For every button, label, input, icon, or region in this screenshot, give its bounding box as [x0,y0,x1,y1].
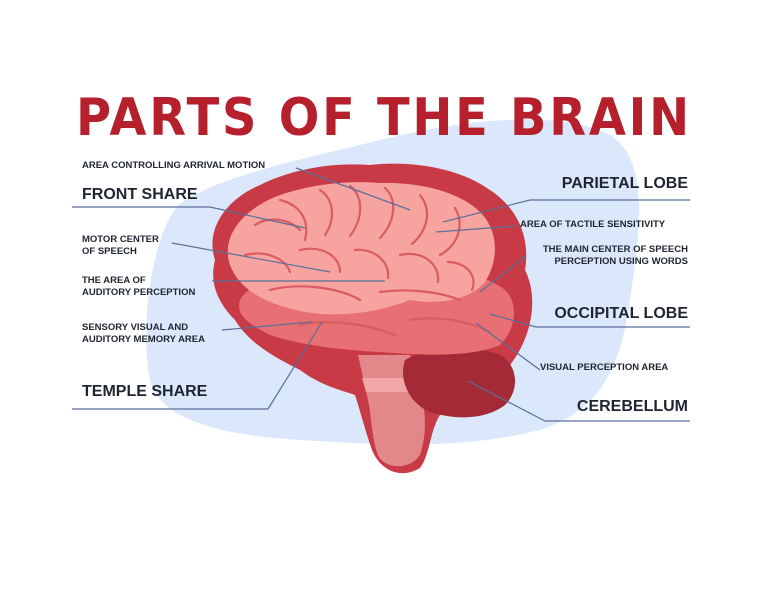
label-arrival-motion: AREA CONTROLLING ARRIVAL MOTION [82,160,266,171]
brain-cortex [227,182,495,315]
brain-gyri [243,184,492,337]
label-tactile-sensitivity: AREA OF TACTILE SENSITIVITY [520,219,666,230]
label-occipital-lobe: OCCIPITAL LOBE [554,305,688,322]
label-visual-perception: VISUAL PERCEPTION AREA [540,362,669,373]
label-cerebellum: CEREBELLUM [576,398,688,415]
label-parietal-lobe: PARIETAL LOBE [561,175,688,192]
label-speech-words: THE MAIN CENTER OF SPEECH PERCEPTION USI… [542,244,688,267]
page-title: PARTS OF THE BRAIN [76,88,692,148]
cerebellum-shape [402,348,516,418]
leader-lines [72,167,690,422]
label-motor-speech: MOTOR CENTER OF SPEECH [82,234,159,257]
label-temple-share: TEMPLE SHARE [82,383,208,400]
label-front-share: FRONT SHARE [82,186,198,203]
label-auditory-perception: THE AREA OF AUDITORY PERCEPTION [82,275,196,298]
label-sensory-memory: SENSORY VISUAL AND AUDITORY MEMORY AREA [82,322,205,345]
